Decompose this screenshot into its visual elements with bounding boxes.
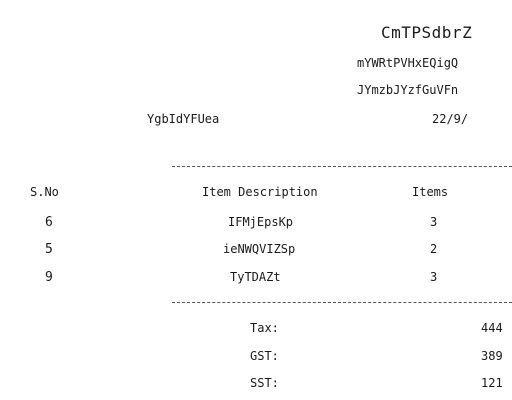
row-description: IFMjEpsKp xyxy=(228,215,294,229)
dashed-divider-bottom xyxy=(172,302,512,303)
row-items: 3 xyxy=(430,270,438,284)
row-items: 3 xyxy=(430,215,438,229)
total-value: 389 xyxy=(481,349,503,363)
row-sno: 9 xyxy=(45,270,53,285)
row-sno: 6 xyxy=(45,215,53,230)
column-header-sno: S.No xyxy=(30,185,59,199)
total-label: SST: xyxy=(250,376,279,390)
store-name: CmTPSdbrZ xyxy=(381,23,473,42)
dashed-divider-top xyxy=(172,166,512,167)
receipt-date: 22/9/ xyxy=(432,112,469,126)
row-items: 2 xyxy=(430,242,438,256)
total-value: 121 xyxy=(481,376,503,390)
row-description: ieNWQVIZSp xyxy=(223,242,296,256)
column-header-items: Items xyxy=(412,185,449,199)
row-description: TyTDAZt xyxy=(230,270,281,284)
row-sno: 5 xyxy=(45,242,53,257)
store-address-line-2: JYmzbJYzfGuVFn xyxy=(357,83,459,97)
total-label: GST: xyxy=(250,349,279,363)
total-value: 444 xyxy=(481,321,503,335)
column-header-description: Item Description xyxy=(202,185,318,199)
total-label: Tax: xyxy=(250,321,279,335)
customer-name: YgbIdYFUea xyxy=(147,112,220,126)
store-address-line-1: mYWRtPVHxEQigQ xyxy=(357,56,459,70)
